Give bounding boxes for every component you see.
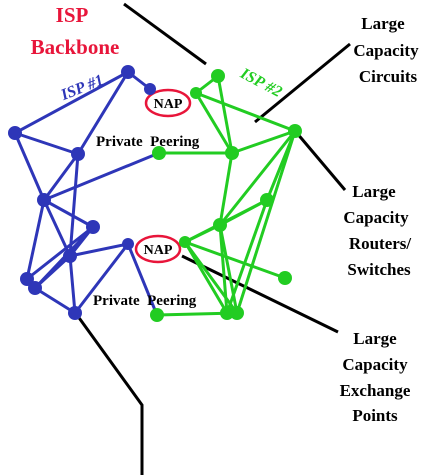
router-node-b8 [179,236,191,248]
link-a8-b12 [126,242,159,317]
exchange-pointer-line [181,254,339,334]
diagram-title-line1: ISP [56,3,89,27]
annotation-line: Switches [347,260,411,279]
router-node-a10 [28,281,42,295]
annotation-line: Routers/ [349,234,412,253]
link-a5-a6 [42,198,95,229]
link-a4-a5 [42,152,80,202]
link-a5-a9 [25,198,46,281]
link-b3-b7 [218,129,297,227]
router-node-a2 [144,83,156,95]
private-peering-label-bottom: Private Peering [93,293,197,309]
link-b1-b5 [194,91,234,155]
bottom-pointer-line [75,314,144,475]
annotation-exchange: Large Capacity Exchange Points [340,329,411,425]
network-nodes [8,65,302,322]
link-b8-b11 [183,240,239,315]
diagram-title-line2: Backbone [31,35,120,59]
router-node-b9 [278,271,292,285]
annotation-line: Capacity [342,355,408,374]
link-a3-a5 [13,131,46,202]
router-node-a8 [122,238,134,250]
router-node-b10 [220,306,234,320]
link-b7-b11 [218,223,239,315]
circuits-pointer-line [254,42,351,124]
annotation-circuits: Large Capacity Circuits [353,14,419,86]
isp1-label: ISP #1 [58,72,106,105]
router-node-a5 [37,193,51,207]
link-a7-a12 [68,254,77,315]
annotation-line: Large [361,14,405,33]
annotation-line: Large [353,329,397,348]
link-a12-a8 [73,242,130,315]
link-a7-a10 [33,254,72,290]
router-node-b7 [213,218,227,232]
router-node-b3 [288,124,302,138]
annotation-line: Circuits [359,67,418,86]
title-pointer-line [123,2,207,66]
link-b3-b5 [230,129,297,155]
link-b5-b7 [218,151,234,227]
link-b6-b10 [225,198,269,315]
link-a1-a3 [13,70,130,135]
nap-ring [134,234,182,264]
link-b8-b9 [183,240,287,280]
routers-pointer-line [294,131,347,191]
link-b6-b8 [183,198,269,244]
router-node-a6 [86,220,100,234]
router-node-b11 [230,306,244,320]
link-a6-a9 [25,225,95,281]
annotation-line: Capacity [353,41,419,60]
nap-label: NAP [154,97,183,112]
router-node-b5 [225,146,239,160]
annotation-line: Large [352,182,396,201]
link-b1-b3 [194,91,297,133]
router-node-a9 [20,272,34,286]
router-node-b2 [211,69,225,83]
router-node-a7 [63,249,77,263]
link-a3-a4 [13,131,80,156]
router-node-b12 [150,308,164,322]
link-a1-a4 [76,70,130,156]
link-b3-b11 [235,129,297,315]
router-node-b4 [152,146,166,160]
link-a4-a7 [68,152,80,258]
network-links [13,70,297,317]
nap-bottom: NAP [134,234,182,264]
link-a7-a8 [68,242,130,258]
link-b2-b5 [216,74,234,155]
annotation-line: Capacity [343,208,409,227]
nap-label: NAP [144,243,173,258]
router-node-a4 [71,147,85,161]
router-node-a1 [121,65,135,79]
private-peering-label-top: Private Peering [96,134,200,150]
link-a10-a11 [33,286,77,315]
router-node-a3 [8,126,22,140]
annotation-line: Points [352,406,398,425]
nap-top: NAP [144,88,192,118]
annotation-pointers [75,2,351,475]
router-node-b6 [260,193,274,207]
link-a5-b4 [42,151,161,202]
isp2-label: ISP #2 [237,65,285,101]
annotation-line: Exchange [340,381,411,400]
annotation-routers: Large Capacity Routers/ Switches [343,182,411,279]
router-node-a11 [68,306,82,320]
nap-ring [144,88,192,118]
router-node-b1 [190,87,202,99]
